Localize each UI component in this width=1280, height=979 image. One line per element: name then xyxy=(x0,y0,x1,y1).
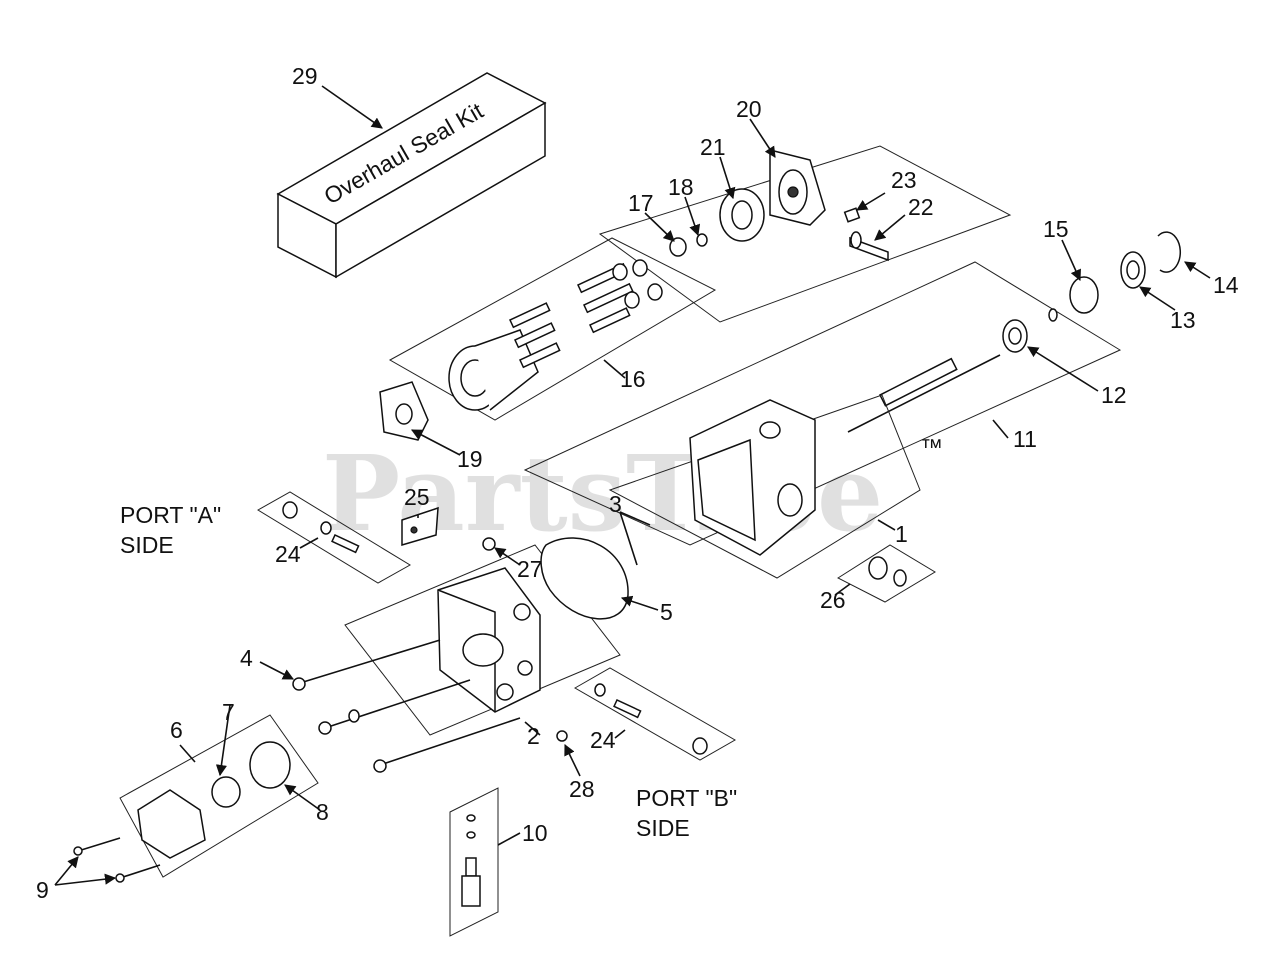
label-19: 19 xyxy=(457,446,483,472)
label-14: 14 xyxy=(1213,272,1239,298)
port-a-line2: SIDE xyxy=(120,532,174,558)
port-b-line2: SIDE xyxy=(636,815,690,841)
label-25: 25 xyxy=(404,484,430,510)
label-22: 22 xyxy=(908,194,934,220)
label-9: 9 xyxy=(36,877,49,903)
label-20: 20 xyxy=(736,96,762,122)
bolts xyxy=(292,639,568,773)
label-1: 1 xyxy=(895,521,908,547)
part-10-group xyxy=(449,787,499,937)
label-17: 17 xyxy=(628,190,654,216)
label-6: 6 xyxy=(170,717,183,743)
label-29: 29 xyxy=(292,63,318,89)
label-21: 21 xyxy=(700,134,726,160)
label-28: 28 xyxy=(569,776,595,802)
label-16: 16 xyxy=(620,366,646,392)
top-cluster xyxy=(598,145,1012,323)
label-12: 12 xyxy=(1101,382,1127,408)
label-24a: 24 xyxy=(275,541,301,567)
label-15: 15 xyxy=(1043,216,1069,242)
leader-lines xyxy=(54,85,1211,886)
port-a-relief-group xyxy=(257,491,411,584)
shaft-group xyxy=(523,231,1182,546)
label-24b: 24 xyxy=(590,727,616,753)
part-25-27 xyxy=(401,506,496,551)
label-18: 18 xyxy=(668,174,694,200)
label-3: 3 xyxy=(609,491,622,517)
label-11: 11 xyxy=(1013,426,1037,452)
label-26: 26 xyxy=(820,587,846,613)
label-4: 4 xyxy=(240,645,253,671)
port-b-relief-group xyxy=(573,667,737,761)
label-10: 10 xyxy=(522,820,548,846)
port-notes: PORT "A" SIDE PORT "B" SIDE xyxy=(120,502,737,841)
charge-pump-group xyxy=(73,714,319,883)
trademark-mark: ™ xyxy=(920,434,943,460)
label-13: 13 xyxy=(1170,307,1196,333)
part-26-group xyxy=(836,544,936,603)
label-27: 27 xyxy=(517,556,543,582)
main-housing xyxy=(608,394,921,579)
cylinder-block-group xyxy=(379,237,717,441)
label-2: 2 xyxy=(527,723,540,749)
label-5: 5 xyxy=(660,599,673,625)
center-section xyxy=(344,544,621,736)
gasket xyxy=(540,537,629,620)
part-labels: 29 20 21 23 18 17 22 15 14 13 16 12 11 1… xyxy=(36,63,1239,903)
port-a-line1: PORT "A" xyxy=(120,502,221,528)
label-8: 8 xyxy=(316,799,329,825)
seal-kit-box: Overhaul Seal Kit xyxy=(276,72,547,279)
port-b-line1: PORT "B" xyxy=(636,785,737,811)
label-7: 7 xyxy=(222,699,235,725)
label-23: 23 xyxy=(891,167,917,193)
